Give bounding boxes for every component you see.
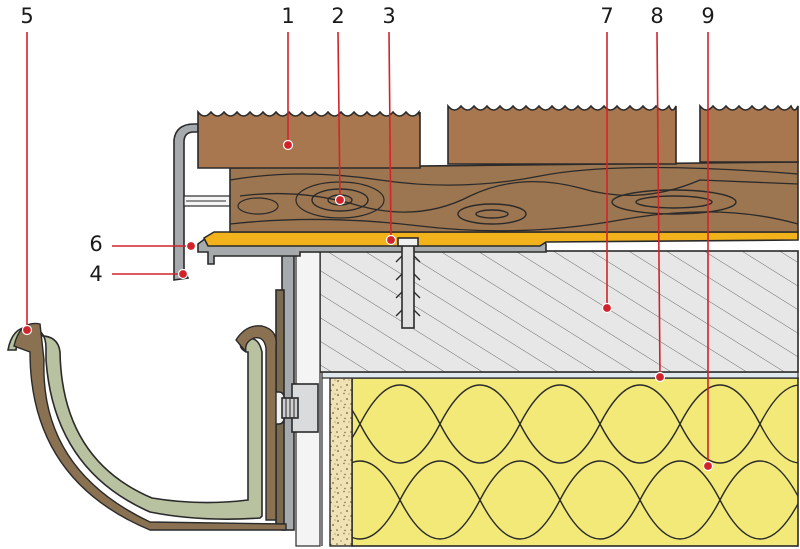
insulation-layer (351, 377, 799, 547)
callout-3: 3 (382, 4, 395, 28)
wool-scallop-lines (352, 384, 798, 540)
leader-5-dot (21, 324, 33, 336)
leader-3-dot (385, 234, 397, 246)
callout-1: 1 (281, 4, 294, 28)
leader-1-dot (282, 139, 294, 151)
deck-boards (197, 103, 799, 169)
separation-layer (321, 371, 799, 379)
callout-5: 5 (20, 4, 33, 28)
callout-6: 6 (89, 232, 102, 256)
leader-8 (656, 31, 661, 378)
membrane (202, 231, 799, 247)
concrete-slab (319, 250, 799, 373)
callout-labels: 1 2 3 4 5 6 7 8 9 (20, 4, 714, 286)
callout-7: 7 (600, 4, 613, 28)
leader-4-dot (177, 268, 189, 280)
wood-batten (229, 161, 799, 233)
callout-9: 9 (701, 4, 714, 28)
callout-4: 4 (89, 262, 102, 286)
plaster-strip (329, 377, 353, 547)
leader-9-dot (702, 460, 714, 472)
leader-8-dot (654, 371, 666, 383)
anchor-dowel (395, 237, 421, 329)
leader-3 (388, 31, 392, 241)
callout-2: 2 (331, 4, 344, 28)
gutter (7, 322, 287, 531)
callout-leaders (21, 31, 714, 472)
callout-8: 8 (650, 4, 663, 28)
leader-2 (337, 31, 341, 201)
leader-6-dot (185, 240, 197, 252)
leader-2-dot (334, 194, 346, 206)
leader-7-dot (601, 302, 613, 314)
drip-edge-profile (173, 123, 231, 281)
